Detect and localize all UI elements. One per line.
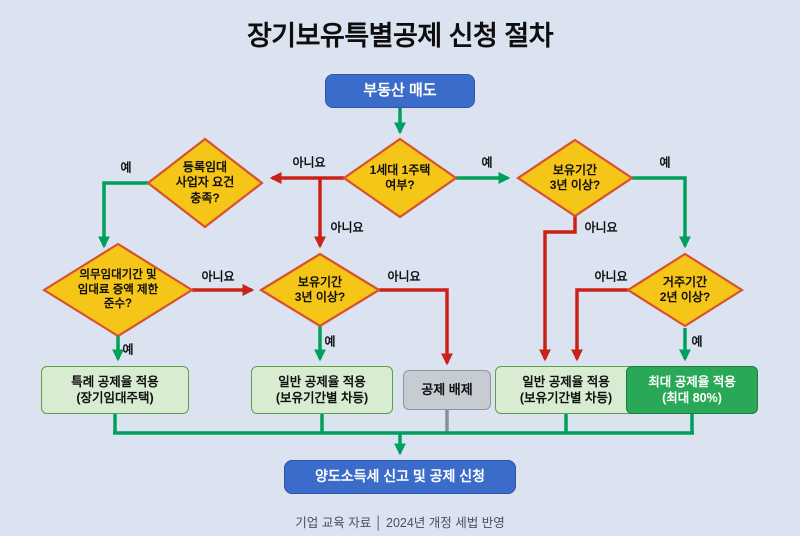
edge-yes-holding-to-residence (632, 176, 691, 249)
result-max-rate: 최대 공제율 적용 (최대 80%) (626, 366, 758, 414)
result-general-rate-2: 일반 공제율 적용 (보유기간별 차등) (495, 366, 637, 414)
diamond-shape-icon (259, 252, 381, 328)
decision-registered-rental: 등록임대 사업자 요건 충족? (146, 137, 264, 229)
edge-label-yes: 예 (691, 334, 703, 349)
decision-residence-period-label: 거주기간 2년 이상? (659, 274, 711, 304)
decision-holding-period-right-label: 보유기간 3년 이상? (549, 162, 601, 192)
result-excluded: 공제 배제 (403, 370, 491, 410)
decision-holding-period-center-label: 보유기간 3년 이상? (294, 274, 346, 304)
footer-note: 기업 교육 자료 │ 2024년 개정 세법 반영 (295, 516, 505, 530)
edge-no-holding-right-to-general2 (539, 216, 577, 362)
decision-holding-period-center: 보유기간 3년 이상? (259, 252, 381, 328)
diamond-shape-icon (146, 137, 264, 229)
edge-label-no: 아니요 (387, 269, 421, 284)
edge-label-no: 아니요 (330, 220, 364, 235)
edge-yes-rentalreg-to-duty (98, 181, 148, 249)
result-special-rate: 특례 공제율 적용 (장기임대주택) (41, 366, 189, 414)
edge-collector (113, 414, 694, 435)
diamond-shape-icon (42, 242, 194, 338)
decision-rental-duty-label: 의무임대기간 및 임대료 증액 제한 준수? (77, 268, 159, 311)
decision-one-household: 1세대 1주택 여부? (342, 137, 458, 219)
result-special-rate-label: 특례 공제율 적용 (장기임대주택) (71, 375, 159, 405)
page-title: 장기보유특별공제 신청 절차 (246, 21, 554, 51)
node-start-label: 부동산 매도 (363, 82, 437, 100)
decision-rental-duty: 의무임대기간 및 임대료 증액 제한 준수? (42, 242, 194, 338)
edge-label-yes: 예 (120, 160, 132, 175)
edge-label-yes: 예 (122, 342, 134, 357)
edge-label-no: 아니요 (584, 220, 618, 235)
result-general-rate-1-label: 일반 공제율 적용 (보유기간별 차등) (275, 375, 369, 405)
node-start: 부동산 매도 (325, 74, 475, 108)
edge-label-yes: 예 (324, 334, 336, 349)
edge-label-no: 아니요 (594, 269, 628, 284)
edge-no-holding-center-to-excluded (379, 288, 453, 366)
diamond-shape-icon (626, 252, 744, 328)
edge-label-yes: 예 (659, 155, 671, 170)
decision-one-household-label: 1세대 1주택 여부? (369, 162, 431, 192)
result-general-rate-2-label: 일반 공제율 적용 (보유기간별 차등) (519, 375, 613, 405)
node-end-label: 양도소득세 신고 및 공제 신청 (314, 468, 486, 485)
node-end: 양도소득세 신고 및 공제 신청 (284, 460, 516, 494)
diamond-shape-icon (342, 137, 458, 219)
result-max-rate-label: 최대 공제율 적용 (최대 80%) (648, 375, 736, 405)
result-excluded-label: 공제 배제 (421, 381, 473, 397)
edge-no-residence-to-general2 (571, 288, 628, 362)
result-general-rate-1: 일반 공제율 적용 (보유기간별 차등) (251, 366, 393, 414)
diamond-shape-icon (516, 138, 634, 218)
edge-label-no: 아니요 (292, 155, 326, 170)
edge-label-yes: 예 (481, 155, 493, 170)
decision-registered-rental-label: 등록임대 사업자 요건 충족? (175, 159, 235, 205)
edge-label-no: 아니요 (201, 269, 235, 284)
decision-holding-period-right: 보유기간 3년 이상? (516, 138, 634, 218)
decision-residence-period: 거주기간 2년 이상? (626, 252, 744, 328)
